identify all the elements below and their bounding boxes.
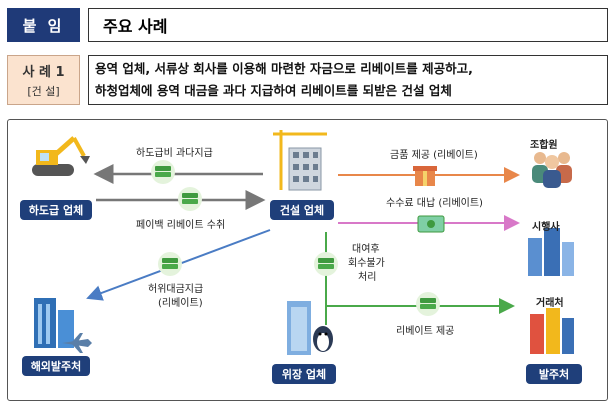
label-false-payment-2: (리베이트): [158, 298, 203, 309]
label-partner: 거래처: [536, 298, 564, 309]
money-icon: [416, 292, 440, 316]
node-disguised: 위장 업체: [272, 364, 336, 384]
penguin-icon: [313, 326, 333, 352]
node-subcontractor: 하도급 업체: [20, 200, 92, 220]
case-label: 사 례 1: [22, 65, 65, 80]
node-client: 발주처: [526, 364, 582, 384]
money-icon: [151, 160, 175, 184]
money-icon: [158, 252, 182, 276]
header-tag: 붙 임: [7, 8, 80, 42]
airplane-icon: [62, 333, 92, 353]
skyscraper-crane-icon: [273, 130, 327, 191]
gift-icon: [413, 166, 437, 186]
case-tag: 사 례 1 [건 설]: [7, 55, 80, 105]
label-union: 조합원: [530, 140, 558, 151]
label-fee-loan: 수수료 대납 (리베이트): [386, 198, 483, 209]
money-icon: [417, 215, 445, 233]
excavator-icon: [32, 136, 90, 176]
case-sub: [건 설]: [27, 85, 60, 98]
label-payback: 페이백 리베이트 수취: [136, 220, 226, 231]
diagram-graphics: [32, 130, 574, 355]
label-false-payment-1: 허위대금지급: [148, 284, 204, 295]
page-title: 주요 사례: [88, 8, 608, 42]
case-desc-line1: 용역 업체, 서류상 회사를 이용해 마련한 자금으로 리베이트를 제공하고,: [95, 61, 473, 76]
label-developer: 시행사: [532, 222, 560, 233]
people-icon: [532, 152, 572, 188]
money-icon: [178, 187, 202, 211]
label-rebate: 리베이트 제공: [396, 326, 455, 337]
node-overseas-client: 해외발주처: [22, 356, 90, 376]
office-building-icon: [34, 298, 74, 348]
flow-diagram: 하도급 업체 건설 업체 해외발주처 위장 업체 발주처 조합원 시행사 거래처…: [7, 119, 608, 401]
city-buildings-icon: [528, 228, 574, 276]
city-buildings-icon: [530, 308, 574, 354]
label-gift: 금품 제공 (리베이트): [390, 150, 478, 161]
label-lend-2: 회수불가: [348, 258, 385, 269]
label-excess-payment: 하도급비 과다지급: [136, 148, 213, 159]
label-lend-1: 대여후: [352, 244, 380, 255]
money-icon: [314, 252, 338, 276]
node-construction: 건설 업체: [270, 200, 334, 220]
label-lend-3: 처리: [358, 272, 377, 283]
case-desc-line2: 하청업체에 용역 대금을 과다 지급하여 리베이트를 되받은 건설 업체: [95, 83, 452, 98]
case-description: 용역 업체, 서류상 회사를 이용해 마련한 자금으로 리베이트를 제공하고, …: [88, 55, 608, 105]
office-building-icon: [287, 301, 311, 355]
